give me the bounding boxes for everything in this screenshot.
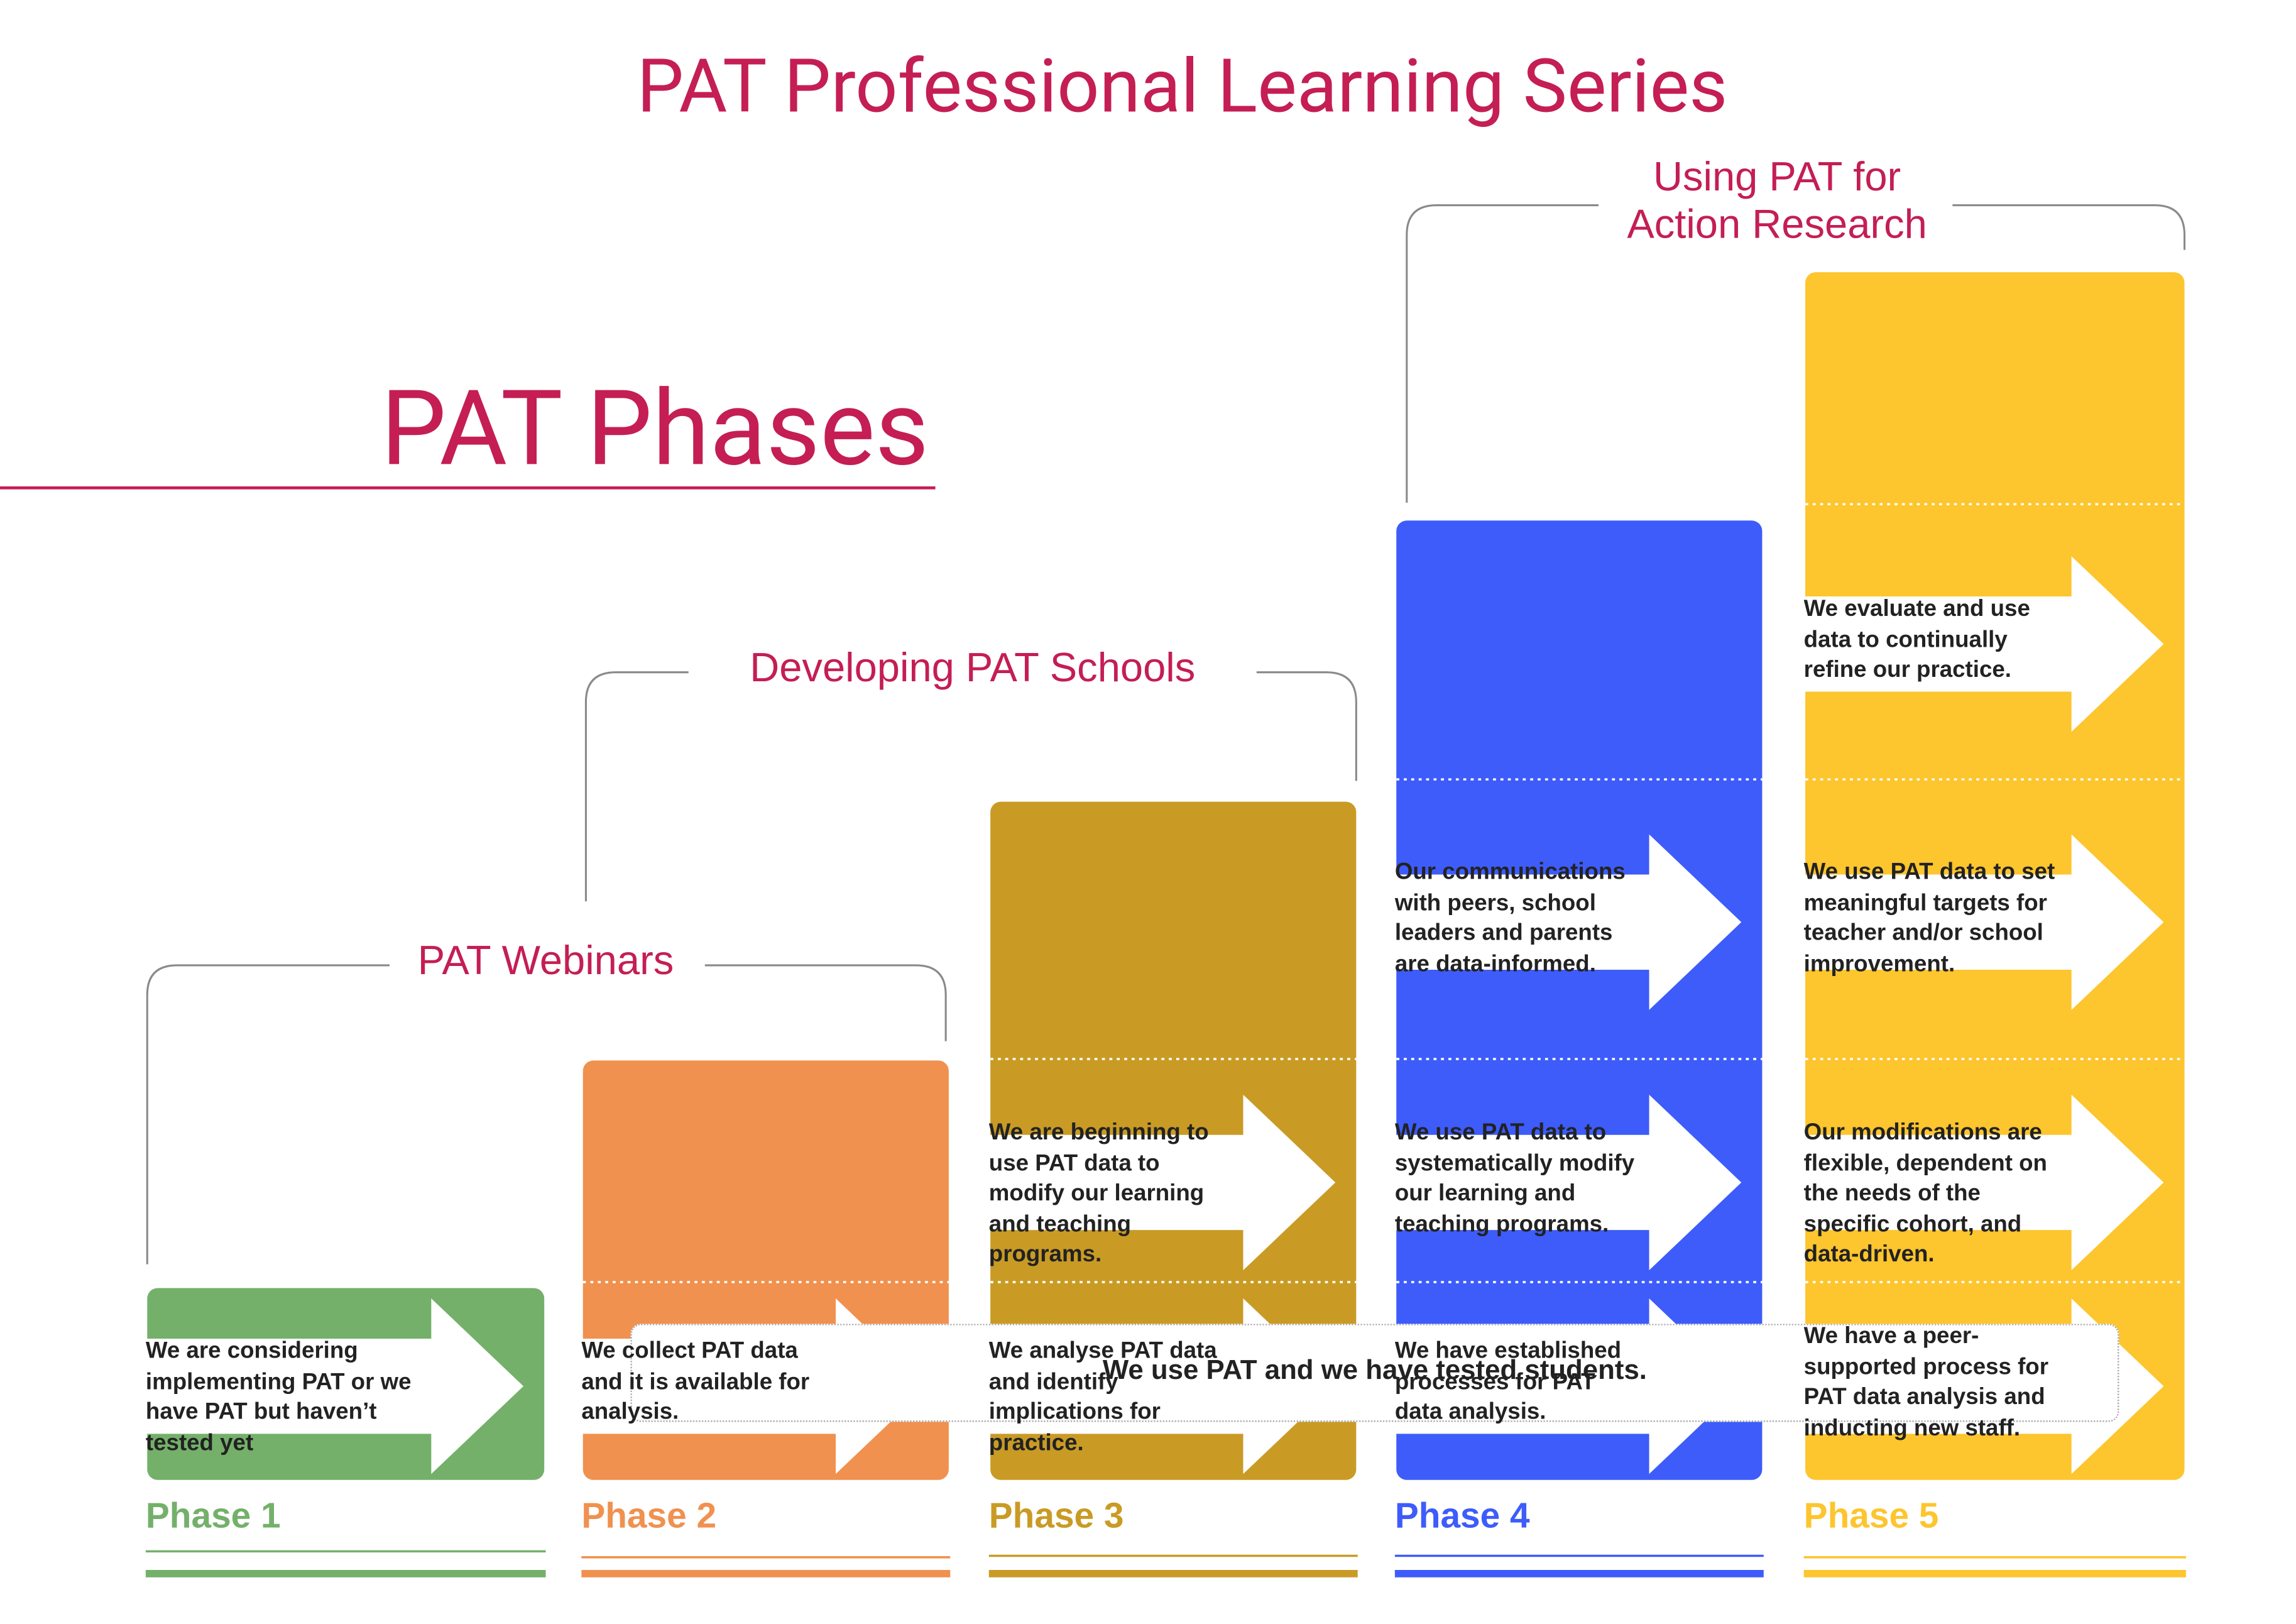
phase-2-label: Phase 2 [581,1496,717,1537]
phase-4-label: Phase 4 [1394,1496,1530,1537]
phase-4-step-3-text: Our communications with peers, school le… [1394,859,1626,977]
phase-1-label: Phase 1 [145,1496,281,1537]
phase-5-step-4-text: We evaluate and use data to continually … [1803,596,2030,683]
phase-3-label: Phase 3 [988,1496,1124,1537]
tested-statement-box [630,1324,2119,1422]
phases-heading: PAT Phases [380,368,929,491]
phase-4-step-2-text: We use PAT data to systematically modify… [1394,1120,1635,1237]
phase-1-step-1-arrow [144,1298,524,1474]
phase-5-label: Phase 5 [1803,1496,1939,1537]
phase-5-step-1-text: We have a peer-supported process for PAT… [1803,1324,2048,1441]
group-label-action-research: Using PAT for Action Research [1603,153,1951,249]
phase-5-step-4-arrow [1802,556,2164,732]
group-label-webinars: PAT Webinars [390,936,702,985]
phase-3-step-2-text: We are beginning to use PAT data to modi… [988,1120,1209,1268]
phase-5-step-2-arrow [1802,1094,2164,1271]
tested-statement: We use PAT and we have tested students. [1102,1353,1647,1385]
group-label-developing: Developing PAT Schools [691,644,1254,692]
page-title: PAT Professional Learning Series [637,44,1728,131]
bracket-action-research [1406,204,2186,503]
phase-3-step-1-text: We analyse PAT data and identify implica… [988,1339,1217,1456]
phase-4-step-1-text: We have established processes for PAT da… [1394,1339,1622,1425]
phase-4-step-3-arrow [1393,834,1742,1010]
bracket-webinars [146,964,947,1265]
phase-3-step-2-arrow [987,1094,1336,1271]
phase-5-step-3-text: We use PAT data to set meaningful target… [1803,859,2055,977]
phase-5-step-2-text: Our modifications are flexible, dependen… [1803,1120,2047,1268]
phase-5-step-3-arrow [1802,834,2164,1010]
phase-2-step-1-text: We collect PAT data and it is available … [581,1339,810,1425]
bracket-developing [584,671,1357,902]
phase-4-step-2-arrow [1393,1094,1742,1271]
phase-1-step-1-text: We are considering implementing PAT or w… [145,1339,412,1456]
